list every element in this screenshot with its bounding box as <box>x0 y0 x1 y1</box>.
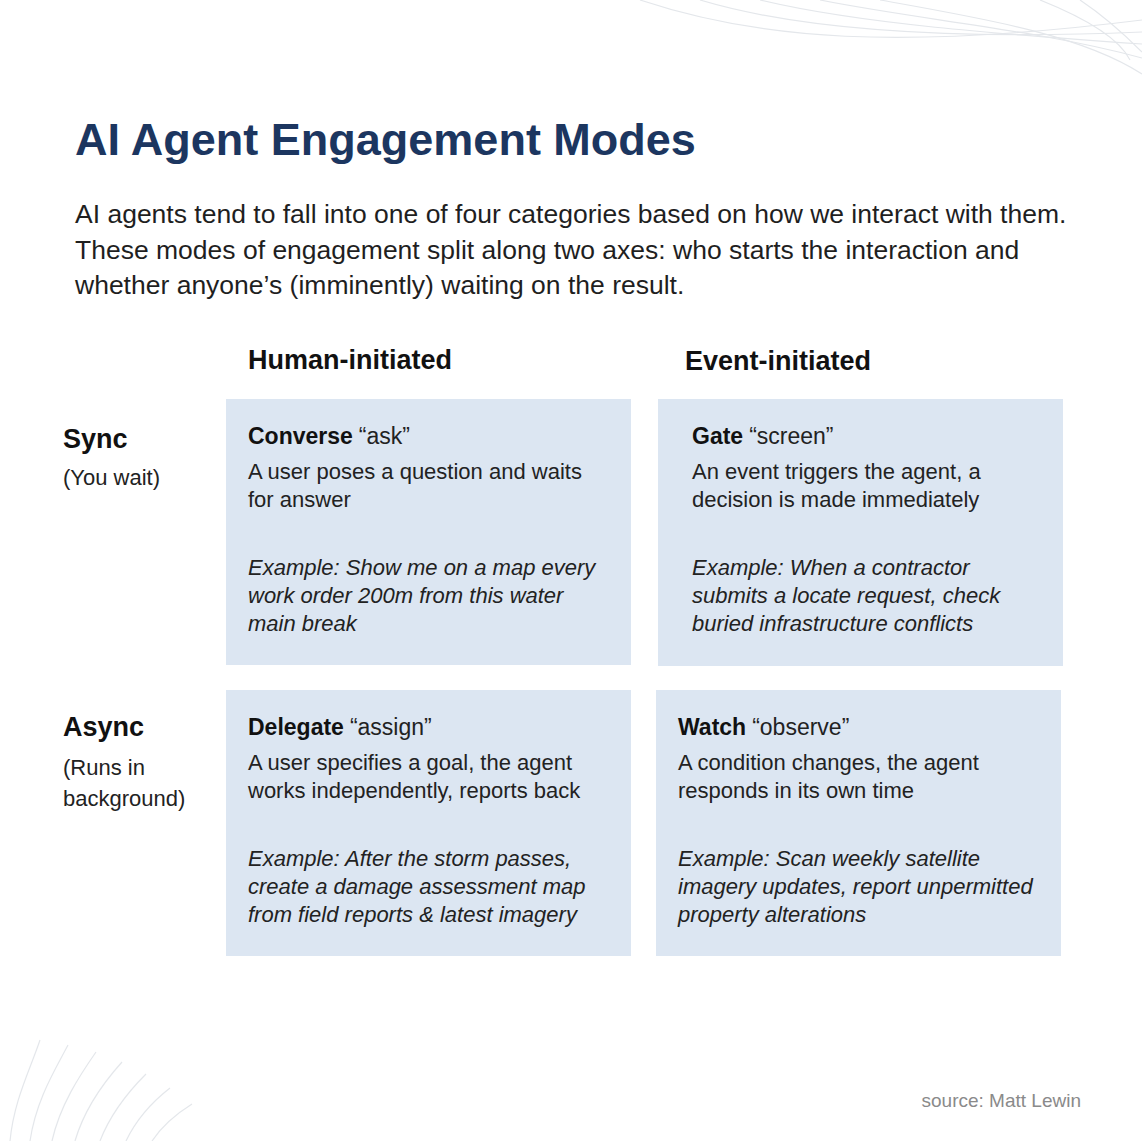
mode-name: Converse <box>248 423 353 450</box>
mode-description: A condition changes, the agent responds … <box>678 749 1043 805</box>
mode-keyword: “screen” <box>749 423 833 450</box>
mode-name: Watch <box>678 714 746 741</box>
source-note: source: Matt Lewin <box>781 1090 1081 1112</box>
mode-example: Example: When a contractor submits a loc… <box>692 554 1045 638</box>
title: AI Agent Engagement Modes <box>75 114 696 166</box>
row-header: Sync <box>63 424 213 455</box>
row-subtitle: (Runs in background) <box>63 752 215 814</box>
column-header: Human-initiated <box>248 345 548 376</box>
intro-text: AI agents tend to fall into one of four … <box>75 197 1095 304</box>
mode-description: A user specifies a goal, the agent works… <box>248 749 613 805</box>
mode-keyword: “observe” <box>752 714 849 741</box>
mode-example: Example: Scan weekly satellite imagery u… <box>678 845 1043 929</box>
swirl-lines <box>10 0 1142 1141</box>
mode-keyword: “ask” <box>359 423 410 450</box>
row-subtitle: (You wait) <box>63 462 213 493</box>
mode-description: A user poses a question and waits for an… <box>248 458 613 514</box>
mode-box: Converse“ask” A user poses a question and… <box>226 399 631 665</box>
mode-description: An event triggers the agent, a decision … <box>692 458 1045 514</box>
mode-name: Gate <box>692 423 743 450</box>
row-header: Async <box>63 712 213 743</box>
mode-box: Gate“screen” An event triggers the agent,… <box>658 399 1063 666</box>
column-header: Event-initiated <box>685 346 985 377</box>
mode-keyword: “assign” <box>350 714 432 741</box>
mode-box: Watch“observe” A condition changes, the a… <box>656 690 1061 956</box>
mode-example: Example: After the storm passes, create … <box>248 845 613 929</box>
mode-name: Delegate <box>248 714 344 741</box>
mode-example: Example: Show me on a map every work ord… <box>248 554 613 638</box>
mode-box: Delegate“assign” A user specifies a goal,… <box>226 690 631 956</box>
